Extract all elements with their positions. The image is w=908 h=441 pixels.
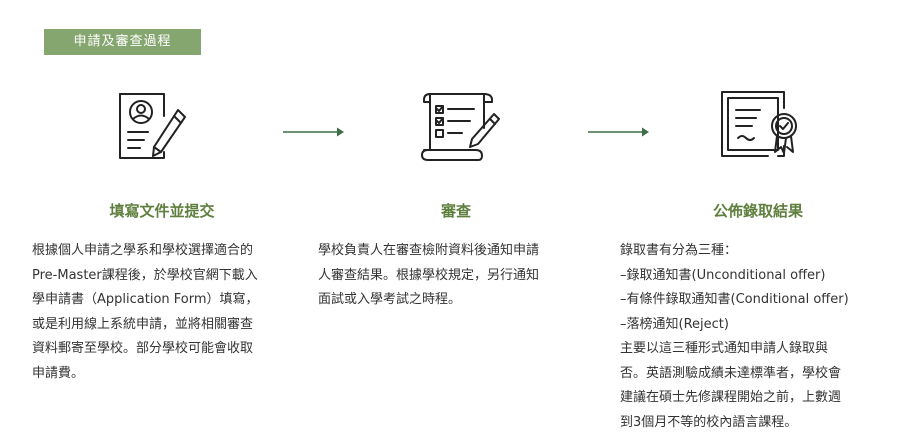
step-title-submit: 填寫文件並提交 <box>109 202 215 220</box>
arrow-right-icon <box>588 126 650 138</box>
step-description-submit: 根據個人申請之學系和學校選擇適合的 Pre-Master課程後，於學校官網下載入… <box>32 239 259 386</box>
description-line: 學申請書（Application Form）填寫， <box>32 292 259 307</box>
description-line: –有條件錄取通知書(Conditional offer) <box>620 292 849 307</box>
arrow-right-icon <box>283 126 345 138</box>
description-line: 面試或入學考試之時程。 <box>318 292 462 307</box>
description-line: 學校負責人在審查檢附資料後通知申請 <box>318 243 540 258</box>
checklist-scroll-pen-icon <box>412 86 502 166</box>
description-line: 申請費。 <box>32 365 85 381</box>
section-tag: 申請及審查過程 <box>44 29 201 55</box>
description-line: –落榜通知(Reject) <box>620 316 729 332</box>
description-line: 根據個人申請之學系和學校選擇適合的 <box>32 243 254 258</box>
description-line: –錄取通知書(Unconditional offer) <box>620 267 826 283</box>
description-line: 資料郵寄至學校。部分學校可能會收取 <box>32 341 254 356</box>
description-line: Pre-Master課程後，於學校官網下載入 <box>32 267 258 283</box>
description-line: 或是利用線上系統申請，並將相關審查 <box>32 316 254 332</box>
description-line: 錄取書有分為三種： <box>620 243 738 258</box>
description-line: 人審查結果。根據學校規定，另行通知 <box>318 267 540 283</box>
description-line: 主要以這三種形式通知申請人錄取與 <box>620 341 829 356</box>
certificate-badge-icon <box>712 86 802 166</box>
step-title-results: 公佈錄取結果 <box>712 202 803 220</box>
description-line: 否。英語測驗成績未達標準者，學校會 <box>620 365 842 381</box>
step-description-review: 學校負責人在審查檢附資料後通知申請 人審查結果。根據學校規定，另行通知 面試或入… <box>318 239 539 313</box>
step-description-results: 錄取書有分為三種： –錄取通知書(Unconditional offer) –有… <box>620 239 849 435</box>
description-line: 建議在碩士先修課程開始之前，上數週 <box>620 390 842 405</box>
application-form-pen-icon <box>106 86 196 166</box>
step-title-review: 審查 <box>440 202 471 220</box>
description-line: 到3個月不等的校內語言課程。 <box>620 414 798 430</box>
